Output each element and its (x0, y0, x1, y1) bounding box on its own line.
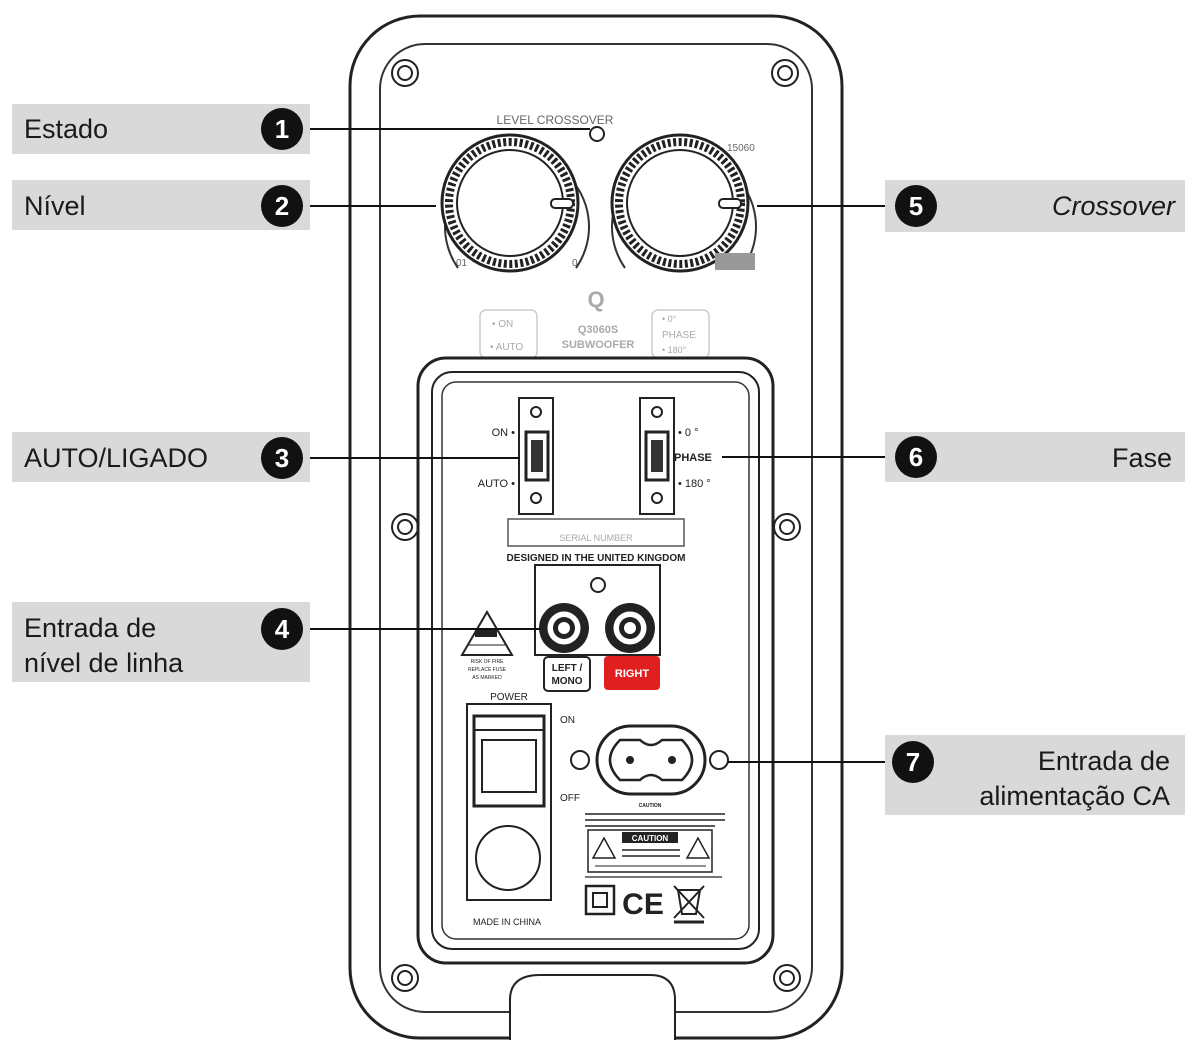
upper-phase180-label: • 180° (662, 345, 687, 355)
crossover-knob[interactable] (610, 133, 757, 273)
screw-icon (771, 59, 799, 87)
badge-circle (261, 437, 303, 479)
model-type: SUBWOOFER (562, 339, 635, 351)
callout-label-line2: alimentação CA (979, 781, 1170, 811)
fuse-warning-line3: AS MARKED (472, 675, 502, 681)
caution-label: CAUTION (632, 834, 669, 843)
fuse-warning-icon (460, 610, 514, 656)
badge-number: 6 (909, 442, 923, 472)
switch-on-label: ON • (492, 427, 516, 439)
callout-label-line1: Entrada de (1038, 746, 1170, 776)
left-mono-label-2: MONO (551, 676, 582, 687)
callout-nivel: Nível 2 (12, 180, 310, 230)
caution-fine-print (585, 813, 725, 827)
badge-circle (895, 436, 937, 478)
badge-number: 3 (275, 443, 289, 473)
caution-label-box (587, 829, 713, 873)
badge-circle (261, 108, 303, 150)
callout-label: Fase (1112, 443, 1172, 473)
callout-auto-ligado: AUTO/LIGADO 3 (12, 432, 310, 482)
callout-crossover: Crossover 5 (885, 180, 1185, 232)
screw-icons (391, 59, 801, 992)
badge-circle (892, 741, 934, 783)
badge-number: 1 (275, 114, 289, 144)
fuse-warning-line1: RISK OF FIRE (471, 659, 504, 665)
level-min-label: 01 (456, 258, 468, 269)
callout-label-line1: Entrada de (24, 613, 156, 643)
leader-lines (300, 128, 895, 763)
double-insulation-icon (584, 884, 616, 916)
power-label: POWER (490, 692, 528, 703)
callout-label: Crossover (1052, 191, 1176, 221)
badge-circle (261, 185, 303, 227)
phase-0-label: • 0 ° (678, 427, 698, 439)
caution-small-label: CAUTION (639, 803, 662, 809)
badge-number: 2 (275, 191, 289, 221)
badge-circle (261, 608, 303, 650)
upper-phase-label: PHASE (662, 330, 696, 341)
left-mono-tag (543, 656, 591, 692)
level-knob[interactable] (440, 133, 590, 273)
upper-phase0-label: • 0° (662, 314, 677, 324)
badge-number: 7 (906, 747, 920, 777)
right-label: RIGHT (615, 668, 650, 680)
callout-label: AUTO/LIGADO (24, 443, 208, 473)
ce-mark-icon: CE (622, 888, 664, 921)
callout-label-line2: nível de linha (24, 648, 184, 678)
upper-auto-label: • AUTO (490, 342, 524, 353)
screw-icon (391, 964, 419, 992)
upper-on-label: • ON (492, 319, 513, 330)
badge-number: 4 (275, 614, 290, 644)
callout-label: Nível (24, 191, 86, 221)
phase-switch-label: PHASE (674, 452, 712, 464)
power-switch[interactable] (466, 703, 552, 901)
weee-bin-icon (673, 885, 705, 924)
ac-inlet[interactable] (570, 724, 729, 796)
screw-icon (773, 964, 801, 992)
serial-number-plate (507, 518, 685, 547)
level-crossover-label: LEVEL CROSSOVER (497, 113, 614, 127)
status-led (589, 126, 605, 142)
phase-180-label: • 180 ° (678, 478, 711, 490)
callout-alimentacao-ca: Entrada de alimentação CA 7 (885, 735, 1185, 815)
left-mono-label-1: LEFT / (552, 663, 583, 674)
switch-auto-label: AUTO • (478, 478, 515, 490)
badge-circle (895, 185, 937, 227)
handle-notch (509, 974, 676, 1040)
auto-on-switch[interactable] (518, 397, 554, 515)
phase-switch[interactable] (639, 397, 675, 515)
screw-icon (773, 513, 801, 541)
callout-estado: Estado 1 (12, 104, 310, 154)
designed-in-label: DESIGNED IN THE UNITED KINGDOM (507, 553, 686, 564)
off-label: OFF (560, 793, 580, 804)
level-max-label: 0 (572, 258, 578, 269)
serial-number-label: SERIAL NUMBER (559, 533, 633, 543)
fuse-warning-line2: REPLACE FUSE (468, 667, 507, 673)
callout-fase: Fase 6 (885, 432, 1185, 482)
screw-icon (391, 59, 419, 87)
left-mono-jack[interactable] (539, 603, 589, 653)
model-name: Q3060S (578, 324, 618, 336)
right-jack[interactable] (605, 603, 655, 653)
callout-entrada-linha: Entrada de nível de linha 4 (12, 602, 310, 682)
made-in-label: MADE IN CHINA (473, 917, 541, 927)
crossover-gray-block (715, 253, 755, 270)
on-label: ON (560, 715, 575, 726)
right-tag (604, 656, 660, 690)
badge-number: 5 (909, 191, 923, 221)
crossover-scale-label: 15060 (727, 143, 755, 154)
screw-icon (391, 513, 419, 541)
brand-logo: Q (587, 287, 604, 312)
callout-label: Estado (24, 114, 108, 144)
